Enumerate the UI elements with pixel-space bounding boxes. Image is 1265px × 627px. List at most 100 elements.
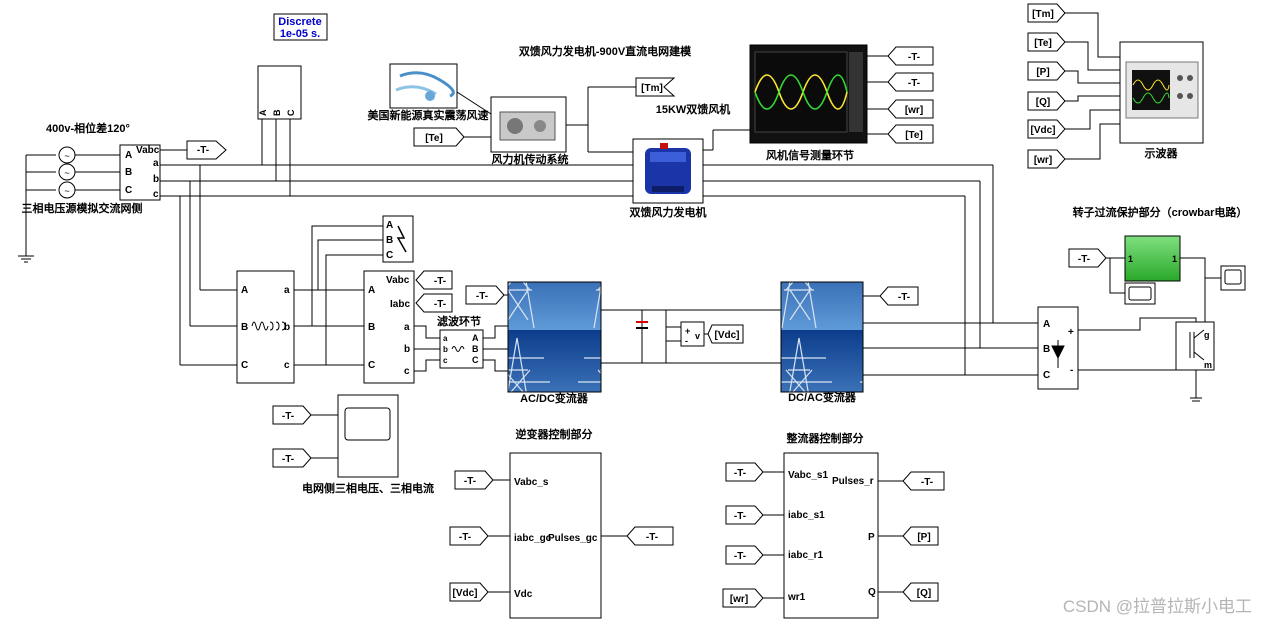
svg-text:B: B	[472, 344, 479, 354]
powergui-mode: Discrete	[278, 16, 321, 28]
from-tag-rec-vabc[interactable]: -T-	[725, 462, 764, 482]
grid-scope-block[interactable]	[337, 394, 399, 478]
svg-text:C: C	[386, 250, 393, 261]
svg-text:A: A	[368, 285, 375, 296]
acdc-converter-block[interactable]	[507, 281, 602, 393]
source-b-icon: ~	[26, 163, 120, 181]
from-tag-rec-iabc-r[interactable]: -T-	[725, 545, 764, 565]
from-tag-acdc-pulses[interactable]: -T-	[465, 285, 505, 305]
from-tag-inv-vdc[interactable]: [Vdc]	[449, 582, 489, 602]
svg-text:1: 1	[1128, 254, 1133, 264]
svg-text:a: a	[153, 158, 159, 169]
label-oscilloscope: 示波器	[1144, 146, 1179, 160]
svg-text:C: C	[241, 360, 248, 371]
voltage-measurement-dc[interactable]: + - v	[680, 321, 705, 347]
three-phase-source[interactable]: ~ ~ ~	[18, 146, 120, 263]
svg-text:-T-: -T-	[434, 276, 446, 287]
measurement-block[interactable]	[749, 44, 868, 144]
inverter-control-block[interactable]: Vabc_s iabc_gc Pulses_gc Vdc	[509, 452, 602, 619]
svg-text:C: C	[286, 109, 296, 116]
goto-tag-vabc-filter[interactable]: -T-	[415, 270, 453, 290]
crowbar-control-block[interactable]: 1 1	[1124, 235, 1181, 282]
powergui-step: 1e-05 s.	[280, 28, 320, 40]
svg-text:-: -	[685, 336, 688, 346]
powergui-block[interactable]: Discrete 1e-05 s.	[273, 13, 328, 41]
transformer-block[interactable]: A B C a b c	[236, 270, 295, 384]
from-tag-inv-iabc[interactable]: -T-	[449, 526, 489, 546]
goto-tag-q[interactable]: [Q]	[902, 582, 939, 602]
goto-tag-meas-1[interactable]: -T-	[887, 46, 934, 66]
goto-tag-iabc-filter[interactable]: -T-	[415, 293, 453, 313]
svg-text:-T-: -T-	[921, 477, 933, 488]
from-tag-te-in[interactable]: [Te]	[413, 127, 465, 147]
rectifier-control-block[interactable]: Vabc_s1 iabc_s1 iabc_r1 wr1 Pulses_r P Q	[783, 452, 879, 619]
crowbar-scope-1[interactable]	[1124, 282, 1156, 305]
goto-tag-tm[interactable]: [Tm]	[635, 77, 676, 97]
from-tag-osc-te[interactable]: [Te]	[1027, 32, 1066, 52]
svg-text:c: c	[153, 189, 159, 200]
svg-text:Vabc_s1: Vabc_s1	[788, 470, 828, 481]
from-tag-crowbar[interactable]: -T-	[1068, 248, 1107, 268]
svg-text:+: +	[1068, 327, 1074, 338]
svg-text:A: A	[386, 220, 393, 231]
transformer-wires	[294, 225, 383, 366]
drivetrain-block[interactable]	[490, 96, 567, 153]
ground-icon	[18, 255, 34, 263]
from-tag-osc-wr[interactable]: [wr]	[1027, 149, 1066, 169]
svg-text:A: A	[241, 285, 248, 296]
svg-text:[Q]: [Q]	[917, 588, 931, 599]
grid-vi-measurement[interactable]: A B C Vabc a b c	[119, 144, 161, 201]
from-tag-rec-wr[interactable]: [wr]	[722, 588, 764, 608]
from-tag-osc-tm[interactable]: [Tm]	[1027, 3, 1066, 23]
diode-rectifier-block[interactable]: A B C + -	[1037, 306, 1079, 390]
svg-text:[Te]: [Te]	[425, 133, 443, 144]
goto-tag-vdc[interactable]: [Vdc]	[707, 324, 744, 344]
goto-tag-meas-2[interactable]: -T-	[887, 72, 934, 92]
svg-text:B: B	[125, 167, 132, 178]
crowbar-wires	[1078, 317, 1202, 402]
filter-vi-measurement[interactable]: A B C Vabc Iabc a b c	[363, 270, 415, 384]
crowbar-scope-2[interactable]	[1220, 265, 1246, 291]
goto-tag-te[interactable]: [Te]	[887, 124, 934, 144]
goto-tag-inv-pulses[interactable]: -T-	[626, 526, 674, 546]
from-tag-osc-vdc[interactable]: [Vdc]	[1027, 119, 1066, 139]
svg-text:-T-: -T-	[734, 511, 746, 522]
fault-block[interactable]: A B C	[382, 215, 414, 263]
from-tag-scope-i[interactable]: -T-	[272, 448, 312, 468]
from-tag-osc-p[interactable]: [P]	[1027, 61, 1066, 81]
from-tag-inv-vabc[interactable]: -T-	[454, 470, 494, 490]
lightning-icon	[396, 225, 407, 253]
from-tag-scope-v[interactable]: -T-	[272, 405, 312, 425]
svg-text:1: 1	[1172, 254, 1177, 264]
dcac-output-wires	[863, 322, 1038, 376]
from-tag-dcac-pulses[interactable]: -T-	[879, 286, 919, 306]
bus-measurement[interactable]: A B C	[257, 65, 302, 120]
igbt-block[interactable]: g m	[1175, 321, 1215, 371]
svg-text:c: c	[404, 366, 410, 377]
svg-text:[Vdc]: [Vdc]	[715, 330, 740, 341]
svg-text:-T-: -T-	[646, 532, 658, 543]
svg-text:iabc_s1: iabc_s1	[788, 510, 825, 521]
from-tag-osc-q[interactable]: [Q]	[1027, 91, 1066, 111]
svg-text:a: a	[404, 322, 410, 333]
goto-tag-vabc-grid[interactable]: -T-	[186, 140, 227, 160]
goto-tag-p[interactable]: [P]	[902, 526, 939, 546]
wind-source-block[interactable]	[389, 63, 458, 109]
dfig-block[interactable]	[632, 138, 704, 204]
goto-tag-rec-pulses[interactable]: -T-	[902, 471, 945, 491]
oscilloscope-block[interactable]	[1119, 41, 1204, 144]
lc-filter-block[interactable]: a b c A B C	[439, 329, 484, 369]
goto-tag-wr[interactable]: [wr]	[887, 99, 934, 119]
svg-text:C: C	[1043, 370, 1050, 381]
label-source-phase: 400v-相位差120°	[46, 121, 130, 135]
svg-text:-T-: -T-	[197, 145, 209, 156]
svg-text:B: B	[386, 235, 393, 246]
svg-text:c: c	[284, 360, 290, 371]
svg-text:Pulses_gc: Pulses_gc	[548, 533, 598, 544]
svg-text:a: a	[443, 334, 448, 343]
dcac-converter-block[interactable]	[780, 281, 864, 393]
svg-text:[Te]: [Te]	[905, 130, 923, 141]
from-tag-rec-iabc-s[interactable]: -T-	[725, 505, 764, 525]
svg-text:Iabc: Iabc	[390, 299, 410, 310]
